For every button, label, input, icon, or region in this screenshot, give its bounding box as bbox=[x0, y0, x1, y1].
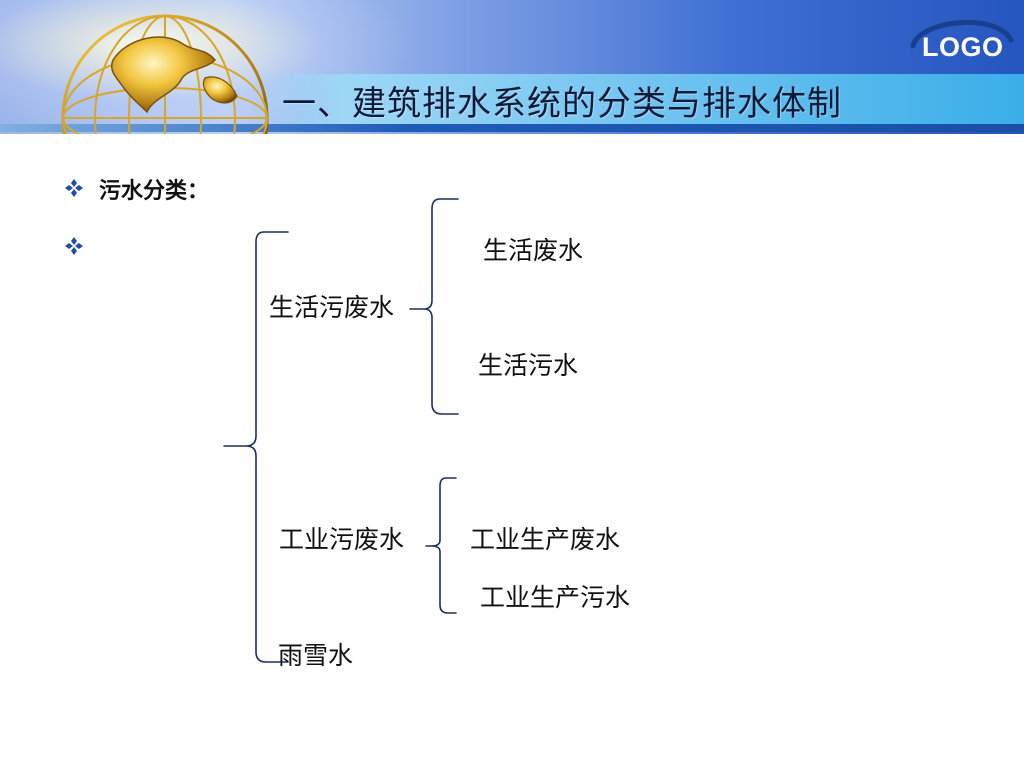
logo-arc-icon bbox=[910, 19, 1014, 49]
node-rain-snow-water: 雨雪水 bbox=[278, 641, 354, 670]
lower-bracket bbox=[425, 477, 457, 614]
header-rule bbox=[0, 124, 1024, 132]
globe-icon bbox=[61, 14, 269, 134]
node-domestic-wastewater: 生活污废水 bbox=[269, 293, 395, 322]
node-domestic-waste-water: 生活废水 bbox=[483, 236, 584, 265]
node-industrial-production-waste-water: 工业生产废水 bbox=[470, 525, 621, 554]
diamond-bullet-icon bbox=[65, 179, 83, 197]
node-industrial-wastewater: 工业污废水 bbox=[279, 525, 405, 554]
title-band bbox=[250, 74, 1024, 124]
header-banner: 一、建筑排水系统的分类与排水体制 LOGO bbox=[0, 0, 1024, 134]
bullet-text-wastewater-classification: 污水分类： bbox=[99, 179, 210, 204]
logo: LOGO bbox=[922, 32, 1004, 62]
node-domestic-sewage: 生活污水 bbox=[478, 351, 579, 380]
diamond-bullet-icon bbox=[65, 237, 83, 255]
upper-bracket bbox=[409, 198, 459, 415]
page-title: 一、建筑排水系统的分类与排水体制 bbox=[282, 84, 842, 124]
node-industrial-production-sewage: 工业生产污水 bbox=[480, 583, 631, 612]
